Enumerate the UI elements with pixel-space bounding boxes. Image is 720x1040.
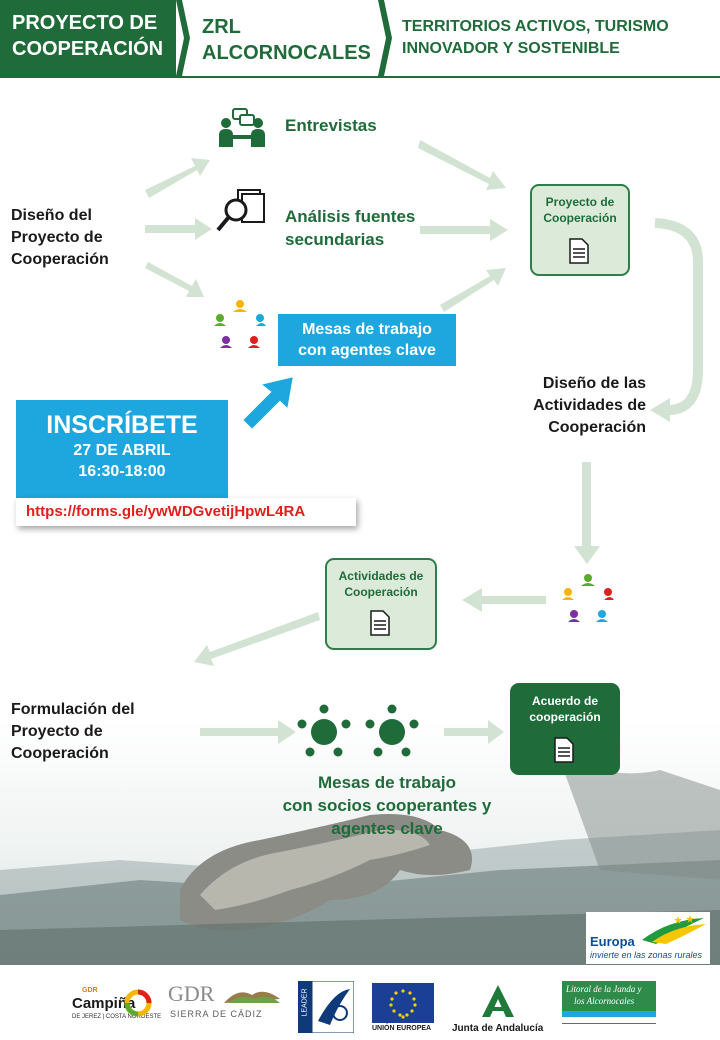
- flow-arrows: [145, 140, 703, 744]
- mesas-socios-line3: agentes clave: [331, 819, 443, 838]
- acuerdo-box-line2: cooperación: [529, 710, 601, 724]
- inscribete-time: 16:30-18:00: [78, 463, 166, 480]
- junta-andalucia-text: Junta de Andalucía: [452, 1023, 544, 1034]
- actividades-box-text: Actividades de Cooperación: [327, 568, 435, 600]
- litoral-janda-line2: los Alcornocales: [574, 996, 635, 1006]
- header-divider: [0, 76, 720, 78]
- analisis-label-line2: secundarias: [285, 230, 385, 249]
- junta-andalucia-emblem-icon: [482, 985, 514, 1017]
- stage1-label-line1: Diseño del: [11, 207, 92, 224]
- proyecto-box-line1: Proyecto de: [545, 195, 615, 209]
- mesas-agentes-line2: con agentes clave: [298, 342, 436, 359]
- union-europea-logo: UNIÓN EUROPEA: [372, 983, 436, 1035]
- header: PROYECTO DE COOPERACIÓN ZRL ALCORNOCALES…: [0, 0, 720, 78]
- header-project-line2: COOPERACIÓN: [12, 38, 164, 60]
- europa-emblem-icon: [642, 915, 706, 944]
- inscribete-box[interactable]: INSCRÍBETE 27 DE ABRIL 16:30-18:00: [16, 400, 228, 498]
- litoral-janda-logo: Litoral de la Janda y los Alcornocales: [562, 981, 658, 1033]
- gdr-sierra-name: GDR: [168, 981, 215, 1006]
- proyecto-box-line2: Cooperación: [543, 211, 617, 225]
- header-tagline-line1: TERRITORIOS ACTIVOS, TURISMO: [402, 18, 669, 35]
- mesas-agentes-line1: Mesas de trabajo: [302, 321, 432, 338]
- document-icon: [569, 238, 589, 264]
- mesas-socios-line1: Mesas de trabajo: [318, 773, 456, 792]
- europa-logo: Europa invierte en las zonas rurales: [586, 912, 710, 964]
- magnifier-documents-icon: [216, 189, 265, 232]
- footer-logos: GDR Campiña DE JEREZ | COSTA NOROESTE GD…: [0, 965, 720, 1040]
- proyecto-box-text: Proyecto de Cooperación: [532, 194, 628, 226]
- header-zrl-line1: ZRL: [202, 16, 241, 38]
- gdr-sierra-sub: SIERRA DE CÁDIZ: [170, 1009, 263, 1019]
- header-project-line1: PROYECTO DE: [12, 12, 158, 34]
- europa-title: Europa: [590, 934, 635, 949]
- acuerdo-cooperacion-box: Acuerdo de cooperación: [510, 683, 620, 775]
- campina-logo-top: GDR: [82, 987, 98, 994]
- litoral-janda-line1: Litoral de la Janda y: [566, 984, 642, 994]
- header-project-block: PROYECTO DE COOPERACIÓN: [0, 0, 176, 76]
- colored-people-circle-icon: [214, 300, 266, 348]
- campina-logo-name: Campiña: [72, 995, 136, 1012]
- leader-emblem-icon: [312, 981, 354, 1033]
- campina-logo: GDR Campiña DE JEREZ | COSTA NOROESTE: [72, 985, 162, 1029]
- gdr-sierra-logo: GDR SIERRA DE CÁDIZ: [168, 979, 284, 1025]
- inscribete-date: 27 DE ABRIL: [73, 442, 171, 459]
- interview-icon: [219, 108, 265, 147]
- chevron-separator-1: [176, 0, 190, 76]
- mesas-socios-label: Mesas de trabajo con socios cooperantes …: [262, 771, 512, 840]
- green-people-table-icon: [365, 704, 419, 757]
- actividades-cooperacion-box: Actividades de Cooperación: [325, 558, 437, 650]
- header-tagline-block: TERRITORIOS ACTIVOS, TURISMO INNOVADOR Y…: [392, 0, 720, 76]
- litoral-janda-underline: [562, 1023, 656, 1024]
- acuerdo-box-text: Acuerdo de cooperación: [512, 693, 618, 725]
- union-europea-text: UNIÓN EUROPEA: [372, 1025, 432, 1032]
- header-zrl-block: ZRL ALCORNOCALES: [190, 0, 376, 76]
- actividades-box-line2: Cooperación: [344, 585, 418, 599]
- mesas-agentes-box: Mesas de trabajo con agentes clave: [278, 314, 456, 366]
- campina-logo-sub: DE JEREZ | COSTA NOROESTE: [72, 1014, 162, 1020]
- registration-link[interactable]: https://forms.gle/ywWDGvetijHpwL4RA: [16, 498, 356, 526]
- leader-text: LEADER: [301, 988, 309, 1017]
- chevron-separator-2: [378, 0, 392, 76]
- eu-flag-icon: [372, 983, 434, 1023]
- mesas-socios-line2: con socios cooperantes y: [282, 796, 492, 815]
- stage2-label-line1: Diseño de las: [542, 375, 646, 392]
- inscribete-title: INSCRÍBETE: [46, 411, 198, 439]
- stage1-label: Diseño del Proyecto de Cooperación: [11, 205, 141, 271]
- stage2-label-line3: Cooperación: [548, 419, 646, 436]
- header-tagline-line2: INNOVADOR Y SOSTENIBLE: [402, 40, 620, 57]
- europa-subtitle: invierte en las zonas rurales: [590, 950, 703, 960]
- colored-people-circle-icon: [562, 574, 614, 622]
- leader-bar: [298, 981, 312, 1033]
- document-icon: [554, 737, 574, 763]
- campina-ring-icon: [124, 989, 152, 1017]
- proyecto-cooperacion-box: Proyecto de Cooperación: [530, 184, 630, 276]
- stage3-label-line1: Formulación del: [11, 701, 135, 718]
- litoral-janda-waves: [562, 1011, 656, 1017]
- analisis-label-line1: Análisis fuentes: [285, 207, 416, 226]
- stage1-label-line2: Proyecto de: [11, 229, 103, 246]
- gdr-sierra-hills-icon: [224, 991, 280, 1003]
- entrevistas-label: Entrevistas: [285, 116, 377, 135]
- stage3-label-line2: Proyecto de: [11, 723, 103, 740]
- acuerdo-box-line1: Acuerdo de: [531, 694, 598, 708]
- actividades-box-line1: Actividades de: [338, 569, 424, 583]
- leader-logo: LEADER: [298, 981, 354, 1033]
- stage2-label-line2: Actividades de: [533, 397, 646, 414]
- stage2-label: Diseño de las Actividades de Cooperación: [500, 373, 646, 439]
- green-people-table-icon: [297, 704, 351, 757]
- junta-andalucia-logo: Junta de Andalucía: [452, 981, 546, 1037]
- blue-arrow-icon: [240, 374, 296, 432]
- stage3-label-line3: Cooperación: [11, 745, 109, 762]
- stage3-label: Formulación del Proyecto de Cooperación: [11, 699, 181, 765]
- analisis-label: Análisis fuentes secundarias: [285, 205, 415, 251]
- header-zrl-line2: ALCORNOCALES: [202, 42, 371, 64]
- document-icon: [370, 610, 390, 636]
- stage1-label-line3: Cooperación: [11, 251, 109, 268]
